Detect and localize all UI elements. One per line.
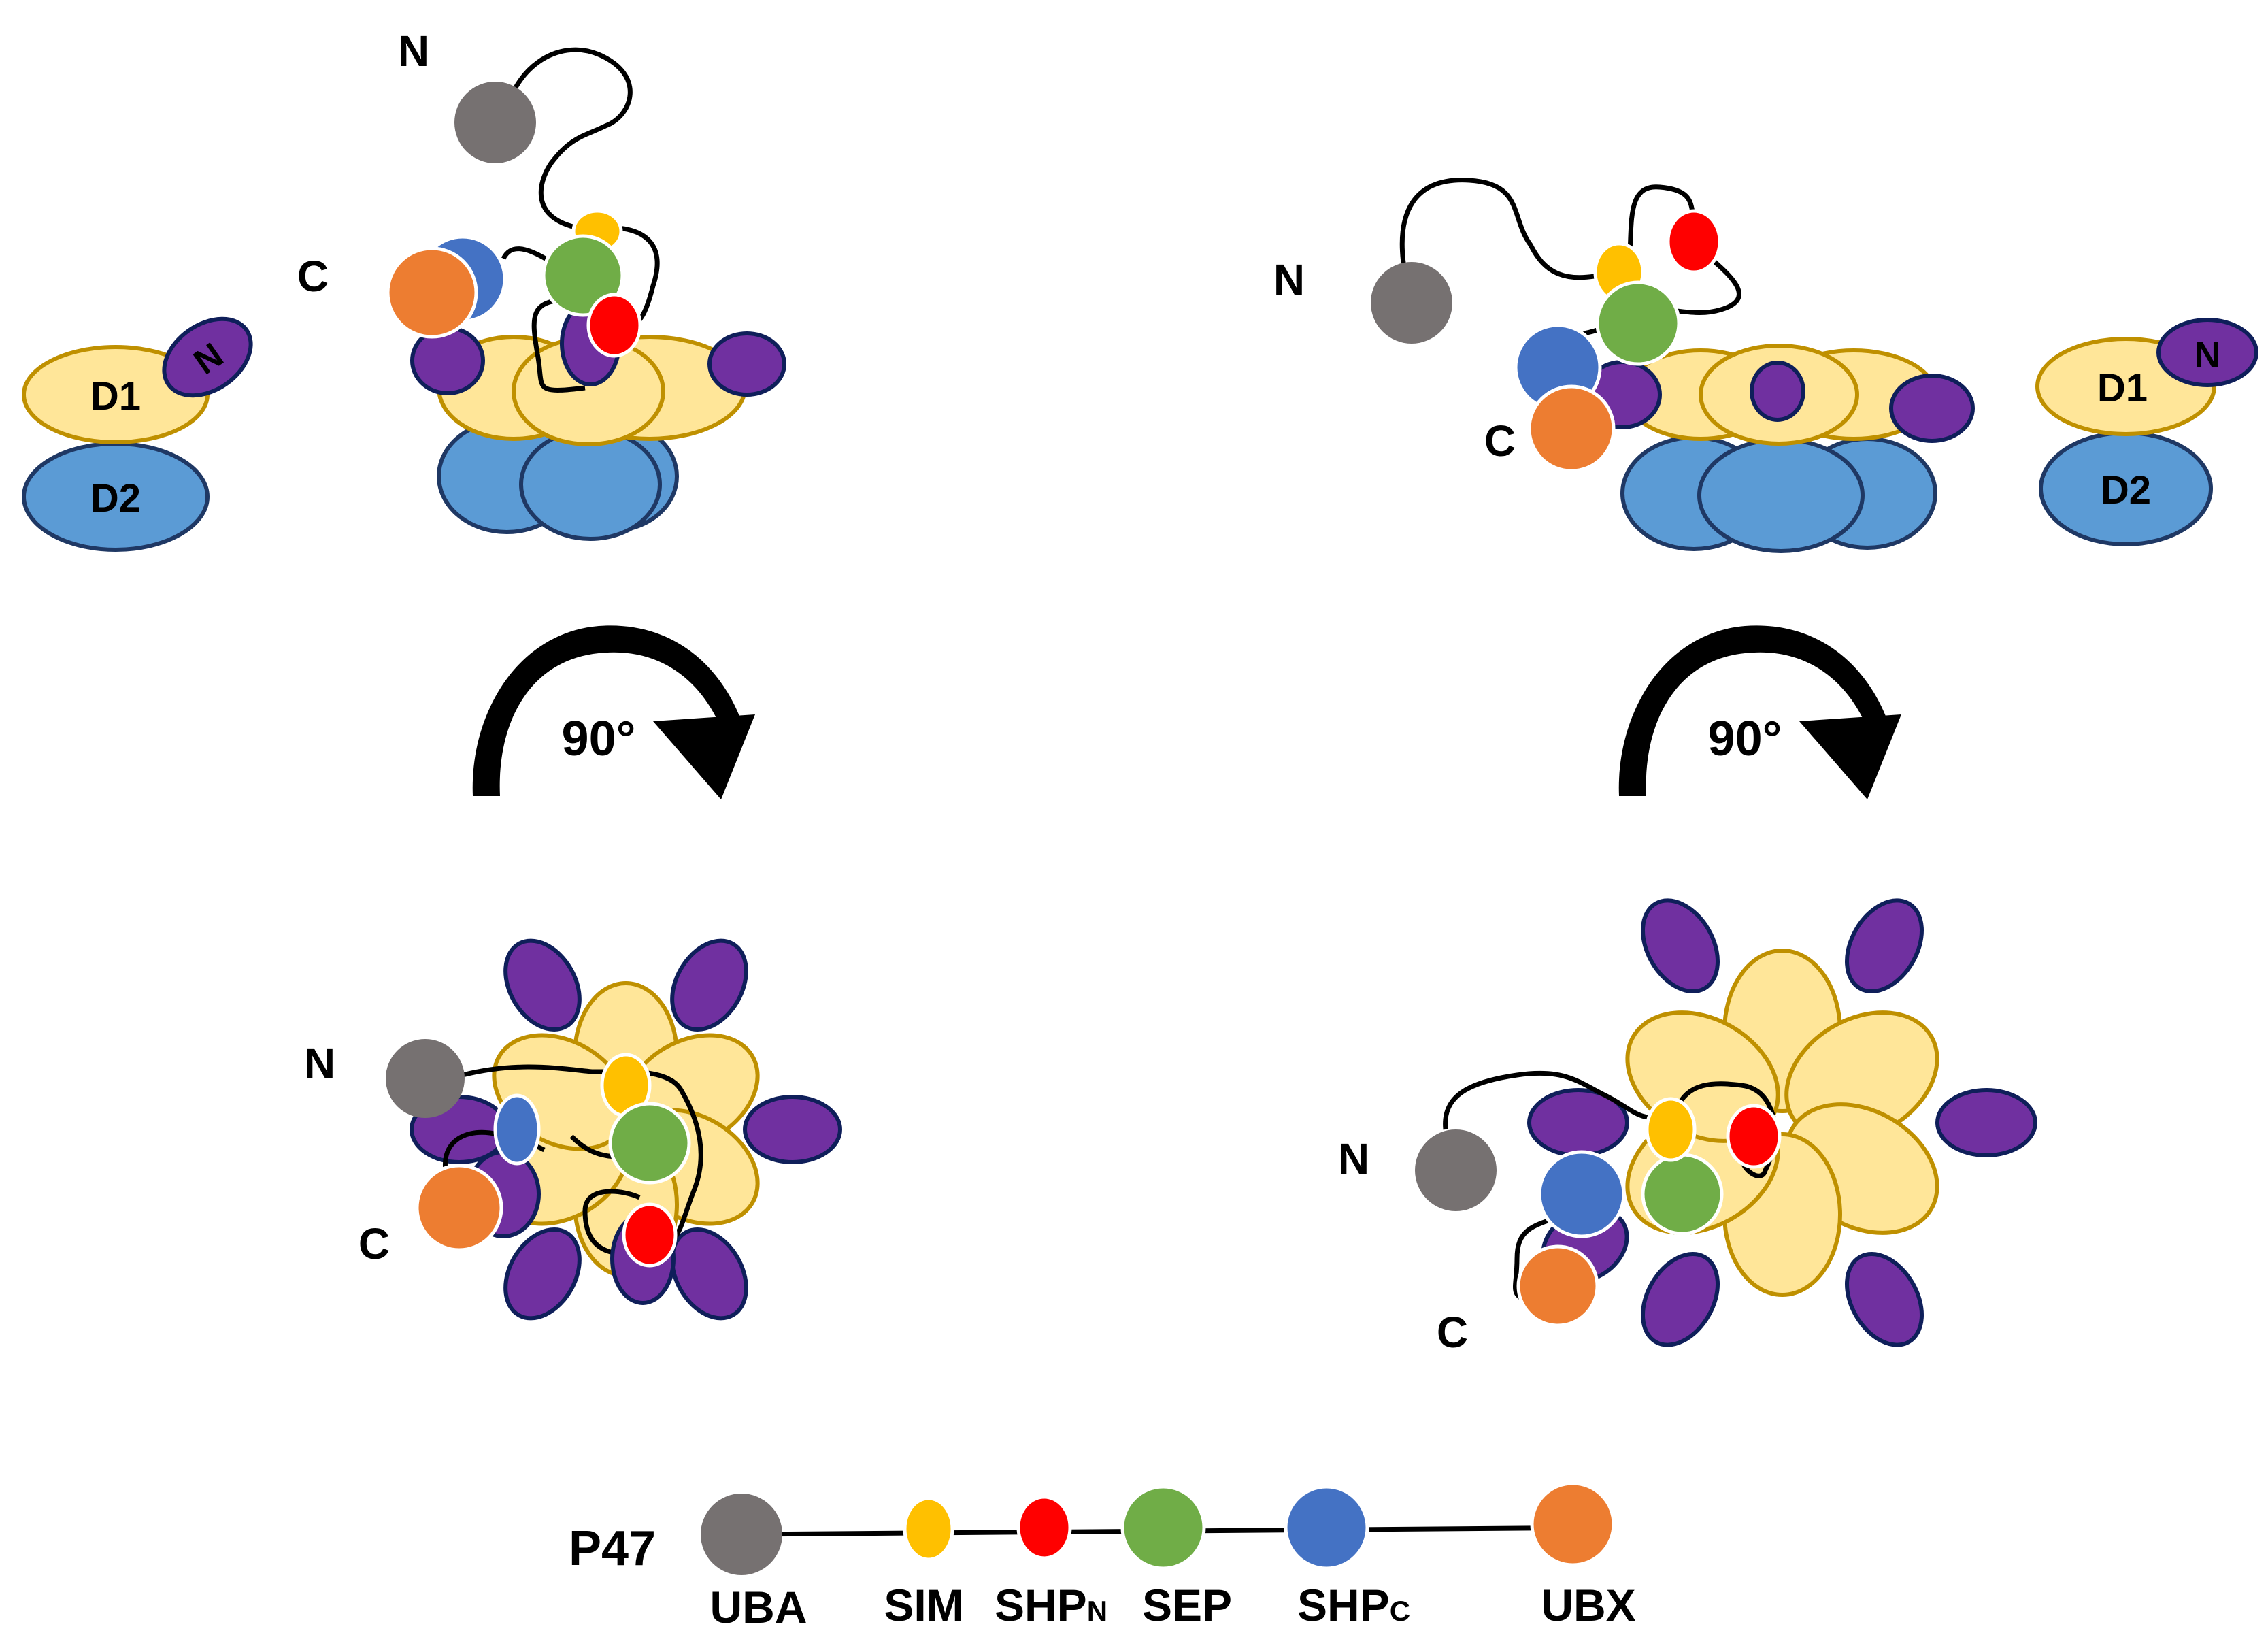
n-domain: [1889, 374, 1975, 443]
shpn-motif: [586, 293, 642, 358]
legend-shpc-main: SHP: [1297, 1580, 1390, 1630]
ubx-domain: [386, 246, 478, 339]
rotation-label: 90°: [562, 712, 636, 766]
ubx-domain: [1516, 1244, 1599, 1327]
n-domain-label: N: [2195, 335, 2221, 376]
d1-label: D1: [2097, 366, 2148, 410]
n-domain: [1845, 1251, 1924, 1347]
n-domain: [162, 316, 253, 398]
d2-label: D2: [2101, 468, 2151, 512]
ubx-domain: [415, 1164, 503, 1252]
n-domain: [503, 1227, 582, 1321]
legend-ubx-icon: [1530, 1481, 1616, 1567]
legend-shpn-label: SHPN: [995, 1580, 1107, 1630]
sim-motif: [1645, 1097, 1697, 1162]
sep-domain: [1641, 1153, 1724, 1236]
n-domain: [410, 326, 485, 395]
n-terminus-label: N: [1273, 255, 1305, 304]
legend-sim-icon: [903, 1496, 954, 1562]
c-terminus-label: C: [1484, 416, 1516, 465]
p47-linker: [1443, 1070, 1667, 1130]
legend-sim-label: SIM: [884, 1580, 963, 1630]
uba-domain: [1415, 1129, 1497, 1211]
p47-linker: [1399, 178, 1613, 280]
d2-label: D2: [90, 476, 141, 521]
sep-domain: [541, 234, 624, 317]
n-domain: [670, 938, 748, 1032]
n-domain: [1641, 1251, 1720, 1347]
ubx-domain: [1527, 384, 1616, 473]
uba-domain: [454, 82, 536, 163]
legend-ubx-label: UBX: [1541, 1580, 1635, 1630]
rotation-label: 90°: [1708, 712, 1782, 766]
legend-uba-icon: [701, 1494, 782, 1575]
n-domain: [707, 331, 786, 397]
shpn-motif: [1726, 1104, 1782, 1169]
side-view-left: N C: [297, 27, 786, 541]
n-domain: [2156, 318, 2258, 387]
rotation-arrow-left: 90°: [472, 625, 755, 799]
top-view-left: N C: [304, 938, 842, 1321]
sep-domain: [1595, 280, 1681, 366]
domain-key-right: D1 D2 N: [2035, 318, 2258, 546]
legend-uba-label: UBA: [710, 1582, 807, 1632]
c-terminus-label: C: [358, 1219, 390, 1268]
n-domain: [1750, 361, 1805, 422]
top-view-right: N C: [1338, 898, 2037, 1357]
legend-protein-label: P47: [569, 1521, 656, 1576]
legend-shpn-sub: N: [1087, 1595, 1107, 1627]
shpn-motif: [1666, 209, 1722, 274]
legend: P47 UBA SIM SHPN SEP SHPC UBX: [569, 1481, 1636, 1632]
legend-sep-label: SEP: [1142, 1580, 1232, 1630]
n-domain: [1641, 898, 1720, 994]
legend-shpc-label: SHPC: [1297, 1580, 1410, 1630]
d1-label: D1: [90, 374, 141, 418]
rotation-arrow-right: 90°: [1618, 625, 1901, 799]
n-domain: [503, 938, 582, 1032]
n-domain: [743, 1095, 842, 1164]
rotation-arrowhead-icon: [653, 714, 755, 799]
c-terminus-label: C: [1437, 1308, 1468, 1357]
n-terminus-label: N: [1338, 1134, 1369, 1183]
uba-domain: [386, 1039, 465, 1118]
rotation-arc: [1618, 625, 1888, 796]
legend-sep-icon: [1120, 1485, 1206, 1570]
rotation-arc: [472, 625, 741, 796]
uba-domain: [1371, 262, 1452, 344]
domain-key-left: D1 D2 N: [22, 316, 253, 552]
p47-linker: [501, 246, 552, 264]
p47-linker: [501, 47, 633, 231]
shpc-domain: [1537, 1150, 1626, 1238]
n-domain: [1935, 1088, 2037, 1157]
legend-shpc-icon: [1284, 1485, 1369, 1570]
c-terminus-label: C: [297, 252, 329, 301]
d2-ring: [1697, 438, 1865, 553]
n-terminus-label: N: [398, 27, 429, 76]
n-terminus-label: N: [304, 1039, 335, 1088]
d2-ring: [519, 428, 662, 541]
sep-domain: [608, 1102, 691, 1185]
n-domain: [1845, 898, 1924, 994]
legend-shpn-main: SHP: [995, 1580, 1087, 1630]
legend-shpn-icon: [1016, 1495, 1072, 1560]
shpn-motif: [622, 1202, 678, 1268]
rotation-arrowhead-icon: [1799, 714, 1901, 799]
n-domain: [670, 1227, 748, 1321]
side-view-right: N C: [1273, 178, 1975, 553]
p47-linker: [462, 1064, 703, 1257]
shpc-domain: [493, 1093, 541, 1166]
p47-linker: [531, 297, 586, 393]
legend-shpc-sub: C: [1390, 1595, 1410, 1627]
